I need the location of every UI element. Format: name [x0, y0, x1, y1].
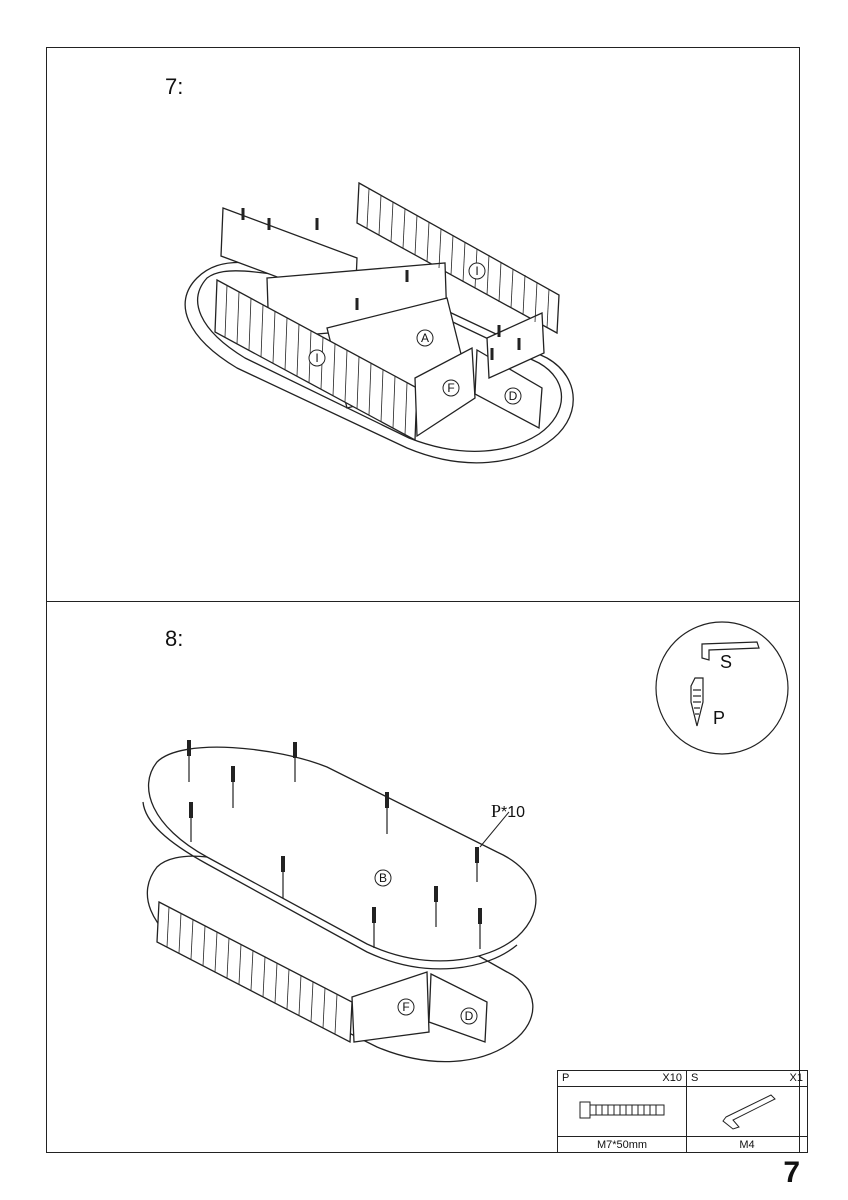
back-fluted-panel: [356, 181, 560, 335]
parts-table-cell-p-header: P X10: [557, 1070, 687, 1087]
assembled-front-fluted-panel: [156, 900, 353, 1044]
parts-table: P X10 S X1: [557, 1070, 808, 1153]
svg-text:P*10: P*10: [491, 801, 525, 821]
bolt-icon: [579, 1101, 665, 1119]
step-8-illustration: S P: [142, 621, 789, 1063]
part-label-a: A: [421, 331, 429, 345]
label-circle-i-back: [468, 262, 486, 280]
callout-leader: [479, 811, 510, 848]
part-p-qty: X10: [662, 1072, 682, 1085]
parts-table-cell-s-header: S X1: [686, 1070, 808, 1087]
allen-key-image-cell: [686, 1085, 808, 1138]
detail-label-p: P: [713, 708, 725, 728]
allen-key-icon: [701, 641, 760, 661]
part-label-d: D: [509, 389, 518, 403]
label-circle-b: [374, 869, 392, 887]
right-end-panel: [486, 312, 545, 379]
top-panel-b: [147, 746, 537, 962]
step-8-number: 8:: [165, 626, 184, 651]
label-circle-a: [416, 329, 434, 347]
label-circle-i-front: [308, 349, 326, 367]
step-8-panel: 8: S P: [46, 601, 808, 1153]
part-s-qty: X1: [789, 1072, 803, 1085]
allen-key-table-icon: [722, 1094, 776, 1131]
label-circle-f: [442, 379, 460, 397]
callout-label: P: [491, 801, 501, 821]
part-label-i-front: I: [315, 351, 318, 365]
part-p-letter: P: [562, 1072, 570, 1085]
step-7-illustration: I I A F D: [184, 181, 574, 464]
label-circle-d-8: [460, 1007, 478, 1025]
part-p-spec: M7*50mm: [557, 1136, 687, 1153]
callout-multiplier: *10: [501, 804, 525, 821]
part-label-i-back: I: [475, 264, 478, 278]
detail-circle: [655, 621, 789, 755]
assembled-panel-d: [428, 972, 488, 1043]
label-circle-d: [504, 387, 522, 405]
step-7-number: 7:: [165, 74, 184, 99]
part-s-spec: M4: [686, 1136, 808, 1153]
label-circle-f-8: [397, 998, 415, 1016]
part-s-letter: S: [691, 1072, 699, 1085]
assembled-panel-f: [351, 971, 430, 1043]
step-7-panel: 7:: [46, 47, 800, 602]
part-label-d-8: D: [465, 1009, 474, 1023]
detail-label-s: S: [720, 652, 732, 672]
part-label-b: B: [379, 871, 387, 885]
page-number: 7: [783, 1156, 800, 1189]
bolt-image-cell: [557, 1085, 687, 1138]
part-label-f: F: [447, 381, 454, 395]
part-label-f-8: F: [402, 1000, 409, 1014]
